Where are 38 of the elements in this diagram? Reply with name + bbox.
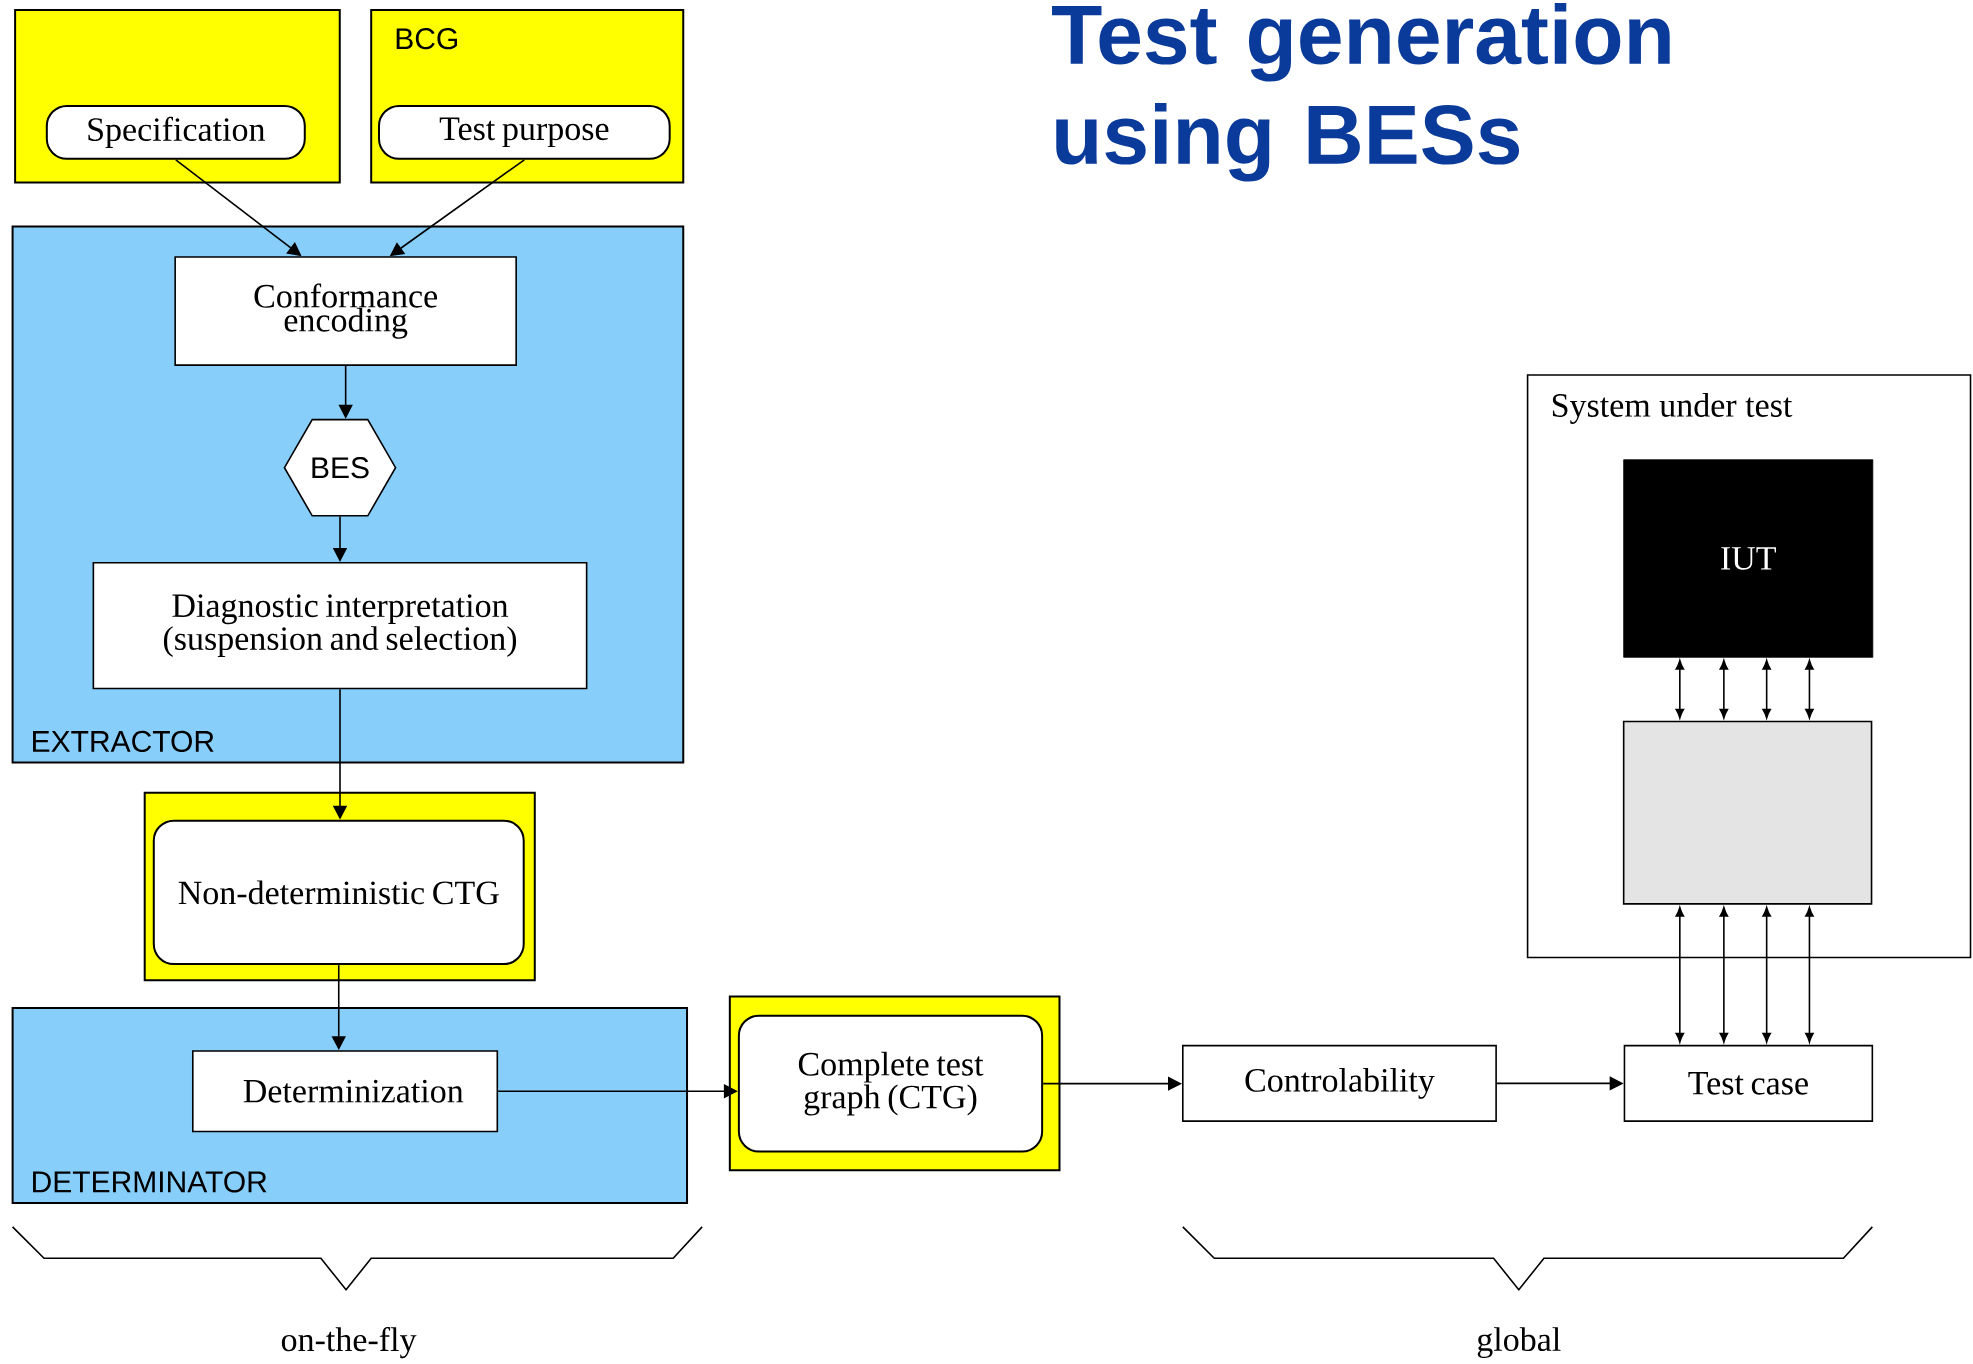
box-label: Test purpose (439, 117, 609, 148)
title: Test generation using BESs (1052, 2, 1670, 182)
process-box (174, 256, 517, 366)
process-box (1182, 1044, 1497, 1122)
group-label: on-the-fly (281, 1327, 417, 1359)
arrow (1805, 659, 1814, 719)
box-label: Controlability (1245, 1067, 1435, 1099)
panel-heading: EXTRACTOR (33, 730, 214, 753)
rounded-box (737, 1014, 1044, 1153)
rounded-box (152, 819, 525, 966)
arrow (1675, 906, 1685, 1043)
group-label: global (1477, 1327, 1561, 1359)
rounded-box (378, 104, 671, 160)
box-label: Determinization (243, 1079, 464, 1103)
process-box (92, 561, 588, 690)
box-label: Complete test graph (CTG) (798, 1051, 984, 1116)
box-label: Conformance encoding (254, 283, 437, 339)
process-box (192, 1050, 499, 1133)
rounded-box (45, 104, 306, 160)
arrow (1675, 659, 1685, 719)
arrow (1805, 906, 1814, 1043)
panel-heading: System under test (1552, 393, 1793, 424)
panel-heading: BCG (396, 28, 457, 50)
arrow (1762, 906, 1771, 1043)
process-box (1623, 1044, 1874, 1122)
arrow (1719, 906, 1729, 1043)
box-label: Test case (1688, 1072, 1808, 1095)
implementation-box (1623, 459, 1874, 658)
box-label: Specification (88, 116, 265, 148)
box-label: IUT (1721, 547, 1776, 570)
box-label: Non-deterministic CTG (178, 880, 499, 905)
hexagon-node (283, 418, 397, 517)
panel-heading: DETERMINATOR (33, 1171, 267, 1193)
box-label: Diagnostic interpretation (suspension and selection) (163, 594, 517, 657)
box-label: BES (312, 457, 369, 479)
arrow (1719, 659, 1729, 719)
arrow (1762, 659, 1771, 719)
tester-box (1622, 720, 1873, 905)
